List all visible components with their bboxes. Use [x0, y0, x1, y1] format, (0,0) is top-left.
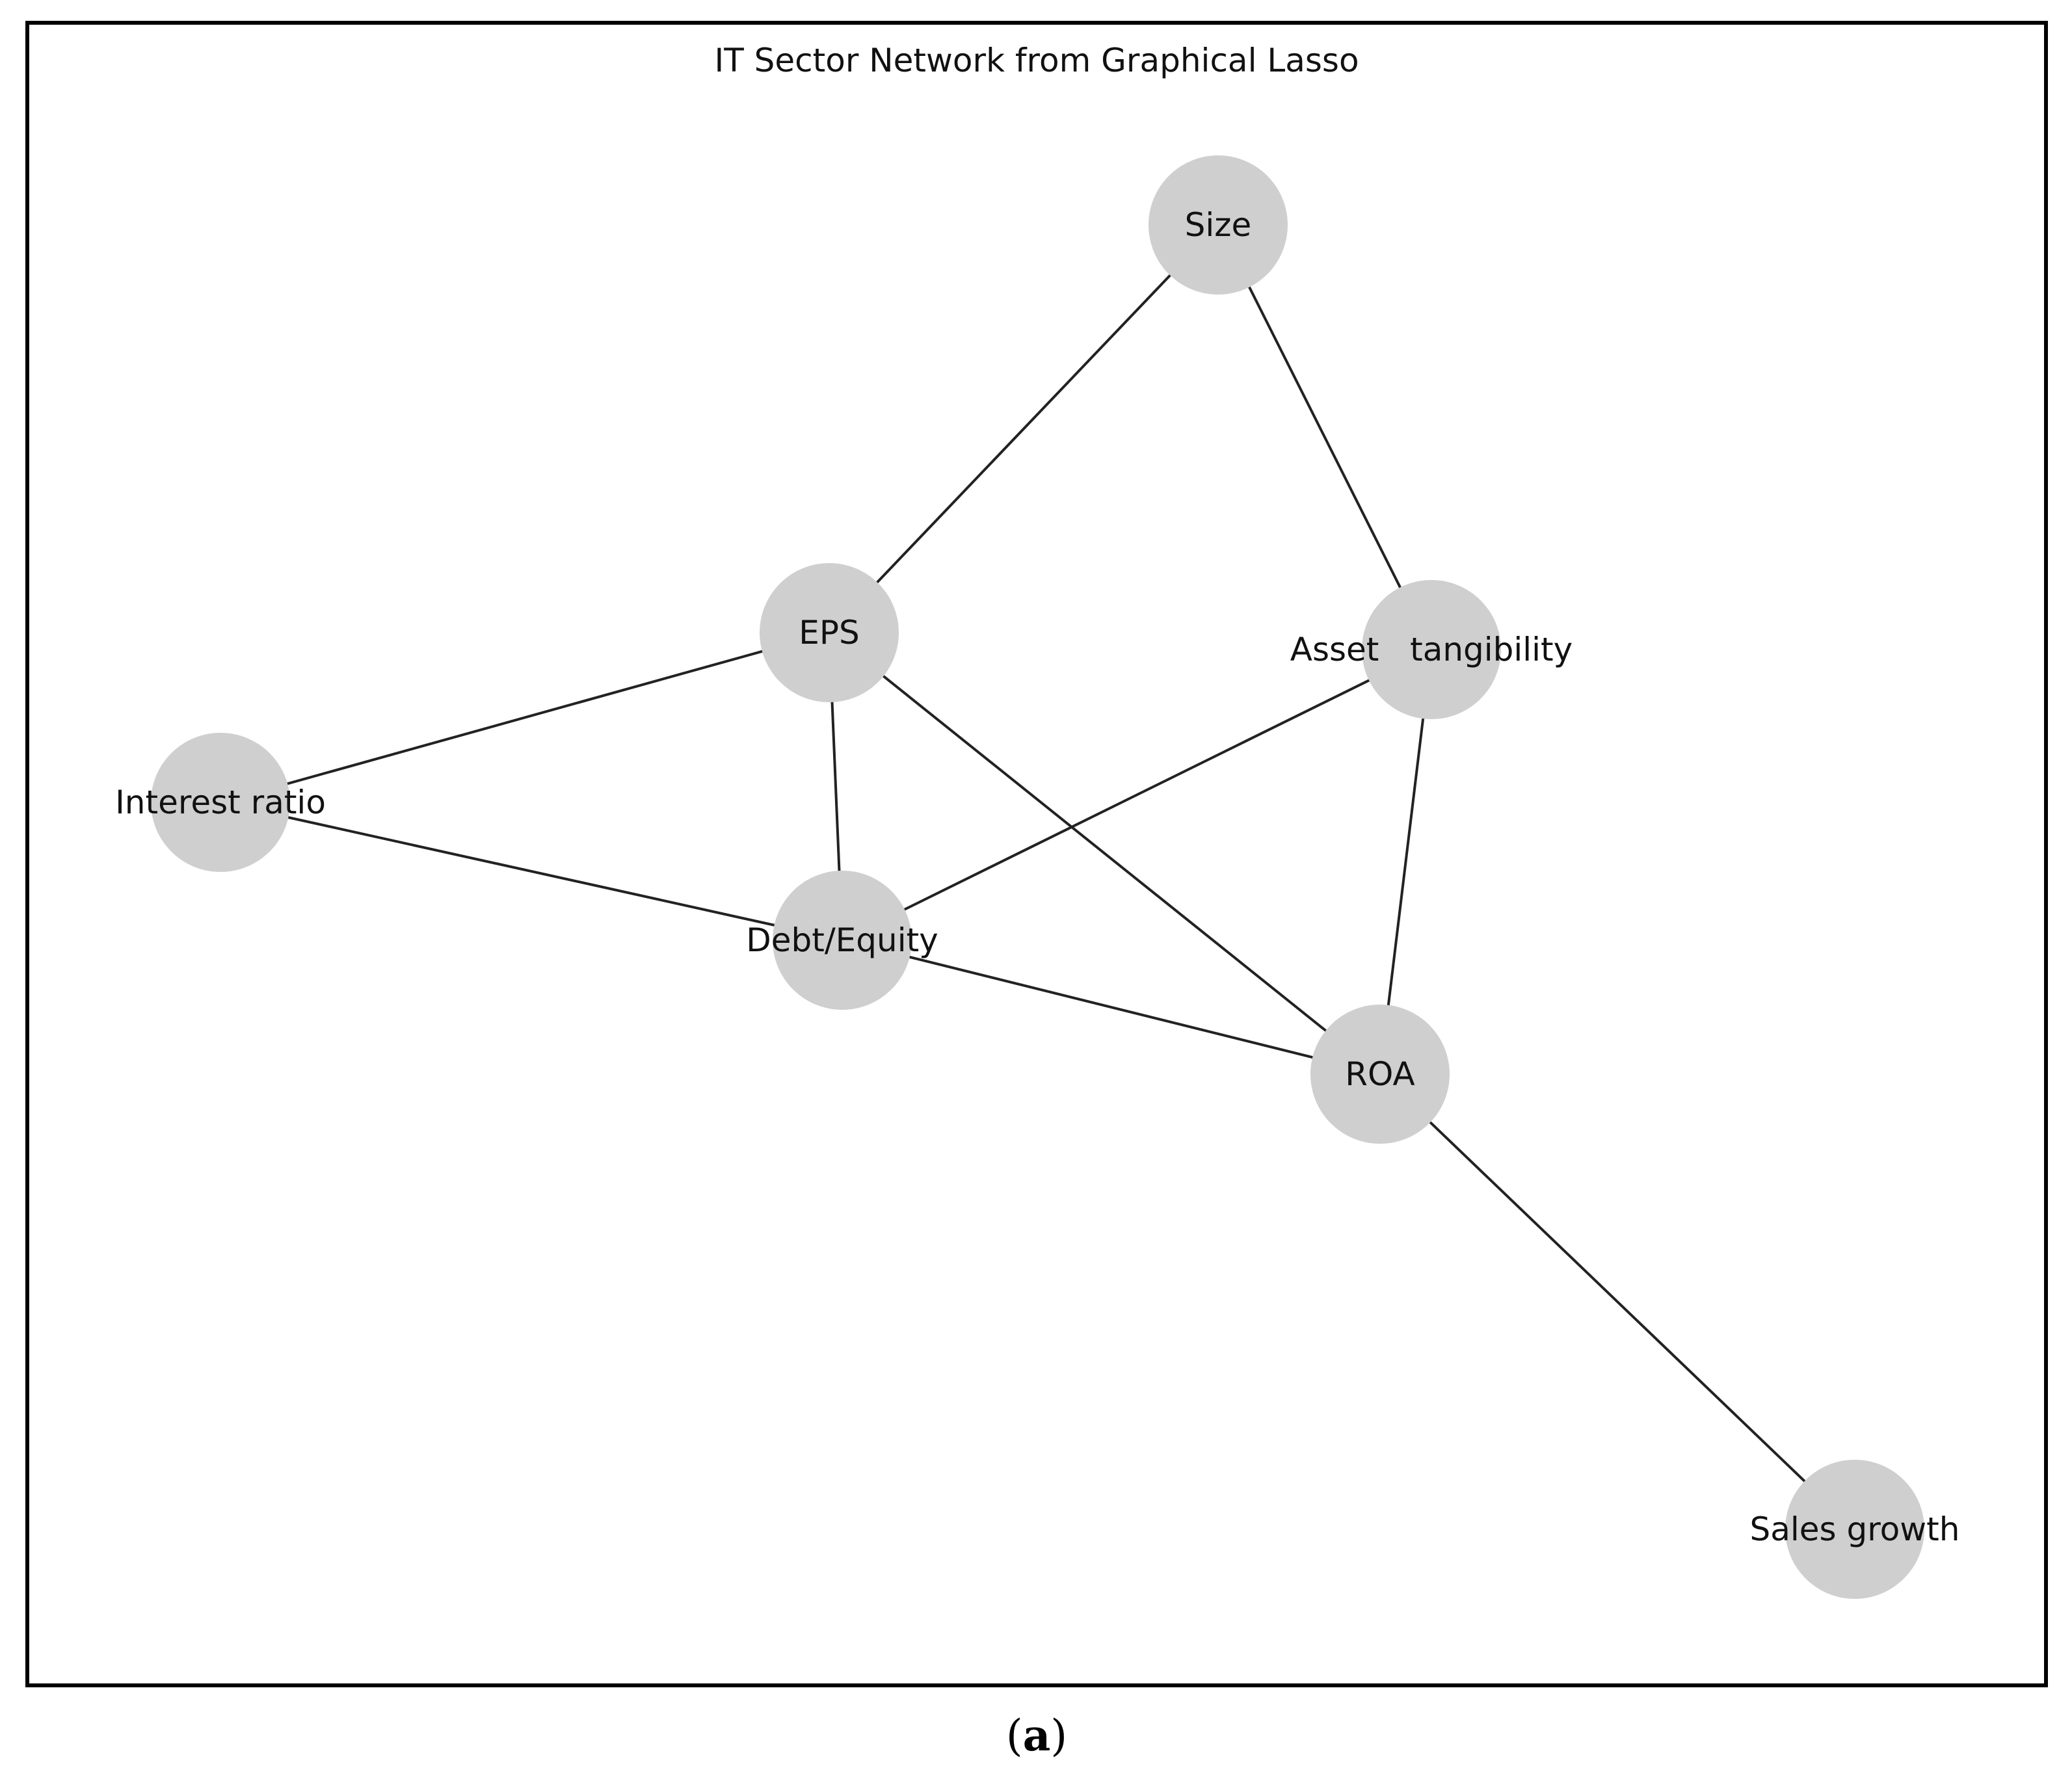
edge-interest_ratio-debt_equity: [219, 801, 843, 942]
edge-eps-roa: [828, 631, 1381, 1075]
edge-size-eps: [828, 224, 1219, 634]
node-label-size: Size: [1185, 206, 1252, 244]
edge-debt_equity-roa: [841, 939, 1381, 1075]
node-circle-roa: [1310, 1005, 1450, 1144]
edge-layer: [219, 224, 1856, 1531]
node-circle-eps: [760, 563, 899, 702]
edge-size-asset_tangibility: [1217, 224, 1433, 651]
node-circle-size: [1149, 155, 1288, 295]
edge-asset_tangibility-roa: [1379, 648, 1433, 1075]
plot-frame: [25, 21, 2048, 1687]
diagram-title: IT Sector Network from Graphical Lasso: [714, 42, 1359, 79]
node-roa: ROA: [1310, 1005, 1450, 1144]
node-label-asset_tangibility: Asset tangibility: [1290, 631, 1573, 668]
edge-eps-interest_ratio: [219, 631, 830, 804]
node-label-debt_equity: Debt/Equity: [746, 921, 938, 959]
node-label-roa: ROA: [1345, 1055, 1415, 1093]
caption-open-paren: (: [1006, 1711, 1023, 1761]
edge-asset_tangibility-debt_equity: [841, 648, 1433, 942]
node-label-sales_growth: Sales growth: [1750, 1510, 1960, 1548]
caption-letter: a: [1023, 1710, 1051, 1761]
node-size: Size: [1149, 155, 1288, 295]
node-asset_tangibility: Asset tangibility: [1290, 580, 1573, 719]
caption-close-paren: ): [1050, 1711, 1067, 1761]
node-eps: EPS: [760, 563, 899, 702]
node-interest_ratio: Interest ratio: [115, 733, 326, 872]
node-circle-interest_ratio: [151, 733, 290, 872]
node-circle-debt_equity: [773, 871, 912, 1010]
node-circle-sales_growth: [1785, 1460, 1924, 1599]
figure-caption: (a): [1006, 1710, 1067, 1761]
node-label-eps: EPS: [799, 614, 859, 652]
edge-roa-sales_growth: [1379, 1073, 1856, 1531]
node-sales_growth: Sales growth: [1750, 1460, 1960, 1599]
node-debt_equity: Debt/Equity: [746, 871, 938, 1010]
node-circle-asset_tangibility: [1362, 580, 1501, 719]
node-label-interest_ratio: Interest ratio: [115, 784, 326, 821]
